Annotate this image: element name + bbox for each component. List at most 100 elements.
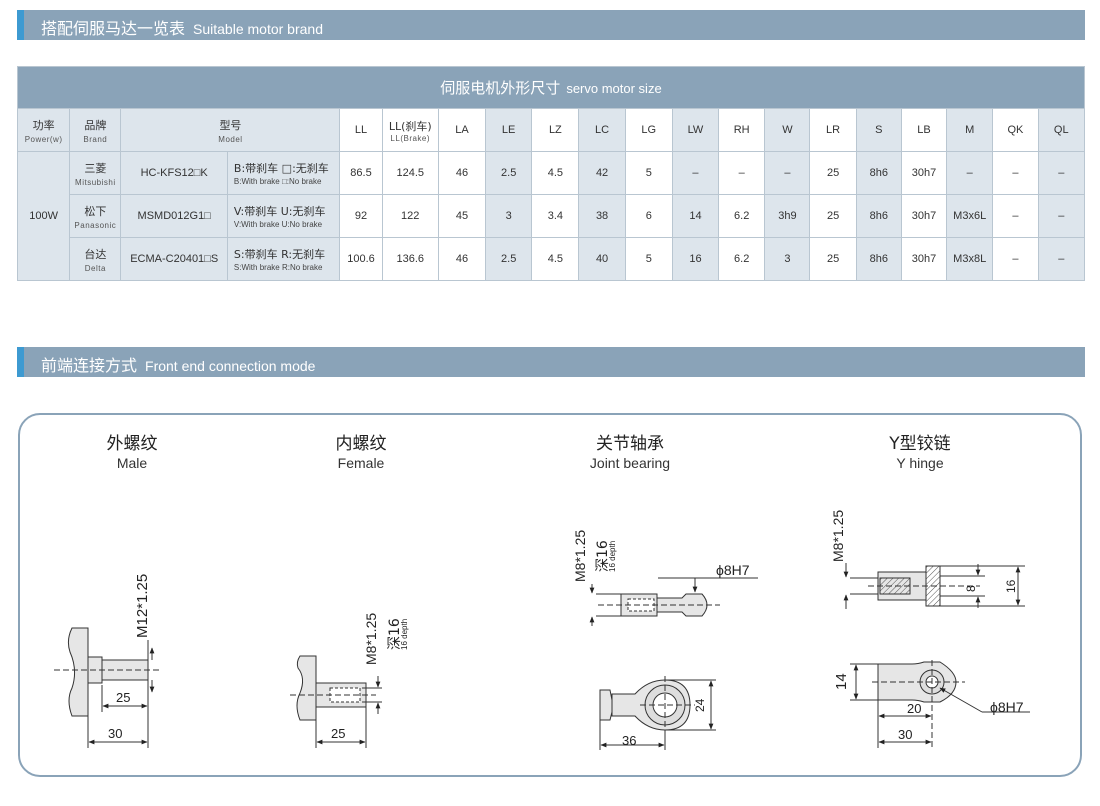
connection-modes-panel [18, 413, 1082, 777]
value-cell: 8h6 [855, 151, 902, 195]
value-cell: 14 [671, 194, 720, 238]
value-cell: – [992, 237, 1039, 281]
female-depth-en: 16 depth [400, 619, 409, 650]
value-cell: 8h6 [855, 237, 902, 281]
header-dim: W [764, 108, 811, 152]
header-ll: LL [339, 108, 383, 152]
value-cell: – [992, 151, 1039, 195]
header-dim: LZ [531, 108, 580, 152]
header-ll-brake: LL(刹车)LL(Brake) [381, 108, 439, 152]
y-hinge-dim-20: 20 [907, 701, 921, 716]
header-dim: LA [437, 108, 487, 152]
joint-thread-label: M8*1.25 [572, 530, 588, 582]
value-cell: 42 [578, 151, 626, 195]
value-cell: 3 [764, 237, 811, 281]
y-hinge-drawing [843, 563, 1030, 748]
male-thread-label: M12*1.25 [134, 574, 151, 638]
header-dim: LW [671, 108, 720, 152]
joint-bore-label: ϕ8H7 [716, 562, 750, 578]
model-cell: ECMA-C20401□S [120, 237, 228, 281]
y-hinge-dim-8: 8 [964, 585, 978, 592]
value-cell: 3 [485, 194, 533, 238]
section-header-motor-brand: 搭配伺服马达一览表 Suitable motor brand [17, 10, 1085, 40]
value-cell: 6.2 [718, 194, 766, 238]
female-dim-25: 25 [331, 726, 345, 741]
value-cell: 136.6 [381, 237, 439, 281]
header-dim: LE [485, 108, 533, 152]
y-hinge-dim-14: 14 [833, 673, 850, 690]
value-cell: 5 [624, 151, 673, 195]
female-thread-drawing [290, 655, 382, 748]
section-title-zh: 前端连接方式 [41, 356, 138, 375]
section-header-front-end: 前端连接方式 Front end connection mode [17, 347, 1085, 377]
y-hinge-dim-30: 30 [898, 727, 912, 742]
value-cell: 25 [809, 194, 857, 238]
male-dim-30: 30 [108, 726, 122, 741]
value-cell: 30h7 [900, 237, 948, 281]
header-dim: M [946, 108, 994, 152]
female-thread-label: M8*1.25 [363, 613, 379, 665]
header-dim: LC [578, 108, 626, 152]
value-cell: – [946, 151, 994, 195]
value-cell: M3x8L [946, 237, 994, 281]
value-cell: 3h9 [764, 194, 811, 238]
value-cell: 100.6 [339, 237, 383, 281]
header-dim: QK [992, 108, 1039, 152]
section-title-en: Front end connection mode [145, 358, 316, 374]
joint-depth-zh: 深16 [595, 540, 611, 572]
header-dim: QL [1037, 108, 1085, 152]
section-title-en: Suitable motor brand [193, 21, 323, 37]
female-depth-zh: 深16 [387, 618, 403, 650]
table-caption-en: servo motor size [566, 81, 662, 96]
value-cell: 4.5 [531, 237, 580, 281]
value-cell: 46 [437, 151, 487, 195]
power-cell: 100W [16, 151, 71, 281]
value-cell: 45 [437, 194, 487, 238]
section-title: 前端连接方式 Front end connection mode [41, 352, 315, 376]
header-dim: RH [718, 108, 766, 152]
value-cell: 2.5 [485, 151, 533, 195]
value-cell: – [1037, 237, 1085, 281]
value-cell: 2.5 [485, 237, 533, 281]
joint-depth-en: 16 depth [608, 541, 617, 572]
table-caption: 伺服电机外形尺寸 servo motor size [17, 66, 1085, 109]
value-cell: 124.5 [381, 151, 439, 195]
y-hinge-dim-16: 16 [1004, 579, 1018, 593]
joint-bearing-drawing [589, 577, 758, 750]
value-cell: 122 [381, 194, 439, 238]
section-title-zh: 搭配伺服马达一览表 [41, 19, 186, 38]
value-cell: 40 [578, 237, 626, 281]
table-caption-zh: 伺服电机外形尺寸 [440, 79, 561, 97]
joint-dim-24: 24 [693, 698, 707, 712]
value-cell: 38 [578, 194, 626, 238]
header-accent [17, 10, 24, 40]
value-cell: 46 [437, 237, 487, 281]
male-dim-25: 25 [116, 690, 130, 705]
section-title: 搭配伺服马达一览表 Suitable motor brand [41, 15, 323, 39]
value-cell: – [1037, 151, 1085, 195]
value-cell: – [764, 151, 811, 195]
male-thread-drawing [54, 627, 160, 748]
value-cell: 25 [809, 237, 857, 281]
y-hinge-thread-label: M8*1.25 [830, 510, 846, 562]
y-hinge-bore-label: ϕ8H7 [990, 699, 1024, 715]
joint-dim-36: 36 [622, 733, 636, 748]
model-cell: HC-KFS12□K [120, 151, 228, 195]
value-cell: – [992, 194, 1039, 238]
